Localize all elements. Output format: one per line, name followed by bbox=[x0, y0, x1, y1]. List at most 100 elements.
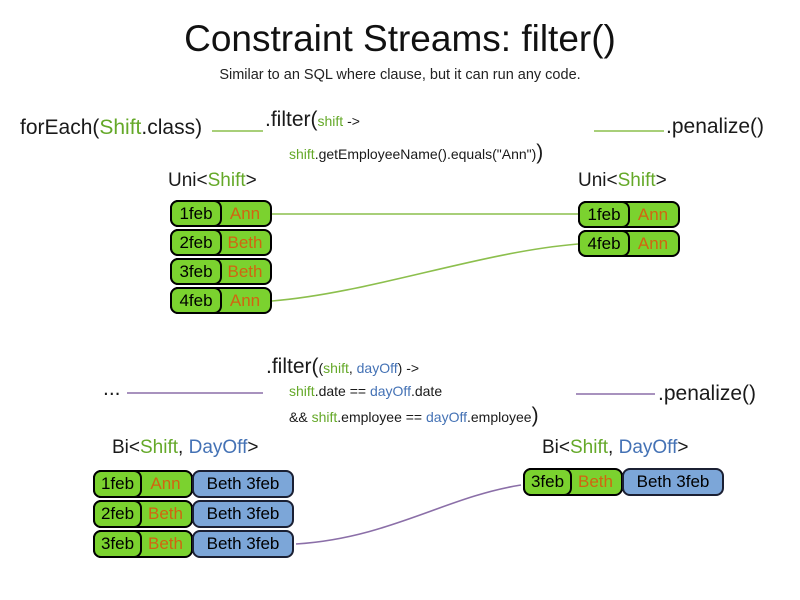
table-row: 4feb Ann bbox=[170, 287, 272, 314]
penalize1-expression: .penalize() bbox=[666, 115, 765, 138]
uni-right-close: > bbox=[655, 170, 667, 191]
foreach-type: Shift bbox=[99, 116, 142, 139]
ellipsis-stream: ... bbox=[103, 377, 121, 400]
filter1-body: shift.getEmployeeName().equals("Ann")) bbox=[289, 141, 543, 165]
shift-employee-cell: Ann bbox=[637, 233, 669, 253]
filter2-l2-var2: dayOff bbox=[369, 383, 411, 399]
filter2-l3-var1: shift bbox=[311, 409, 338, 425]
table-row: 2feb Beth bbox=[170, 229, 272, 256]
shift-date-cell: 4feb bbox=[578, 230, 630, 257]
filter2-param1: shift bbox=[323, 360, 349, 376]
uni-label-left: Uni<Shift> bbox=[168, 170, 257, 192]
shift-employee-cell: Beth bbox=[227, 261, 263, 281]
shift-date-cell: 3feb bbox=[93, 530, 142, 558]
filter2-l2-var1: shift bbox=[289, 383, 315, 399]
filter2-l2-mid: .date == bbox=[314, 383, 370, 399]
slide-title: Constraint Streams: filter() bbox=[184, 18, 616, 59]
shift-employee-cell: Ann bbox=[229, 203, 261, 223]
shift-date-cell: 3feb bbox=[170, 258, 222, 285]
bi-right-open: Bi< bbox=[542, 437, 570, 458]
shift-date-cell: 1feb bbox=[93, 470, 142, 498]
filter1-param: shift bbox=[317, 113, 344, 129]
shift-employee-cell: Beth bbox=[578, 472, 613, 491]
shift-pair-cell: 1feb Ann bbox=[93, 470, 193, 498]
filter2-comma: , bbox=[348, 360, 357, 376]
filter2-l3-var2: dayOff bbox=[426, 409, 467, 425]
shift-date-cell: 4feb bbox=[170, 287, 222, 314]
bi-right-type2: DayOff bbox=[618, 437, 678, 458]
filter2-body-line1: shift.date == dayOff.date bbox=[289, 383, 442, 399]
filter2-keyword: .filter( bbox=[266, 355, 319, 378]
foreach-expression: forEach(Shift.class) bbox=[20, 116, 202, 140]
penalize2-expression: .penalize() bbox=[658, 382, 757, 405]
filter2-head: .filter((shift, dayOff) -> bbox=[266, 355, 419, 379]
dayoff-cell: Beth 3feb bbox=[192, 500, 294, 528]
table-row: 3feb Beth Beth 3feb bbox=[523, 468, 724, 496]
shift-pair-cell: 2feb Beth bbox=[93, 500, 193, 528]
bi-label-left: Bi<Shift, DayOff> bbox=[112, 437, 258, 459]
bi-right-close: > bbox=[677, 437, 689, 458]
table-row: 4feb Ann bbox=[578, 230, 680, 257]
shift-employee-cell: Beth bbox=[148, 534, 183, 553]
table-row: 3feb Beth Beth 3feb bbox=[93, 530, 294, 558]
filter1-arrow: -> bbox=[343, 113, 360, 129]
shift-date-cell: 1feb bbox=[578, 201, 630, 228]
bi-right-comma: , bbox=[608, 437, 619, 458]
shift-pair-cell: 3feb Beth bbox=[93, 530, 193, 558]
uni-table-right: 1feb Ann 4feb Ann bbox=[578, 201, 680, 257]
foreach-close: .class) bbox=[141, 116, 203, 139]
filter2-body-line2: && shift.employee == dayOff.employee) bbox=[289, 404, 539, 428]
bi-left-comma: , bbox=[178, 437, 189, 458]
table-row: 2feb Beth Beth 3feb bbox=[93, 500, 294, 528]
uni-left-close: > bbox=[245, 170, 257, 191]
foreach-open: forEach( bbox=[20, 116, 100, 139]
shift-employee-cell: Beth bbox=[148, 504, 183, 523]
filter1-body-rest: .getEmployeeName().equals("Ann") bbox=[314, 146, 537, 162]
filter2-paren-close: ) bbox=[397, 360, 403, 376]
dayoff-cell: Beth 3feb bbox=[192, 470, 294, 498]
uni-table-left: 1feb Ann 2feb Beth 3feb Beth 4feb Ann bbox=[170, 200, 272, 314]
uni-left-open: Uni< bbox=[168, 170, 208, 191]
filter1-keyword: .filter( bbox=[265, 108, 318, 131]
shift-employee-cell: Ann bbox=[150, 474, 181, 493]
bi-left-type2: DayOff bbox=[188, 437, 248, 458]
shift-employee-cell: Ann bbox=[637, 204, 669, 224]
bi-left-open: Bi< bbox=[112, 437, 140, 458]
table-row: 1feb Ann bbox=[578, 201, 680, 228]
filter2-close-paren: ) bbox=[531, 404, 539, 427]
bi-right-type1: Shift bbox=[570, 437, 609, 458]
shift-employee-cell: Ann bbox=[229, 290, 261, 310]
slide-subtitle: Similar to an SQL where clause, but it c… bbox=[219, 67, 581, 83]
bi-table-left: 1feb Ann Beth 3feb 2feb Beth Beth 3feb 3… bbox=[93, 470, 294, 558]
filter2-l3-mid: .employee == bbox=[337, 409, 426, 425]
table-row: 1feb Ann Beth 3feb bbox=[93, 470, 294, 498]
filter2-l3-and: && bbox=[289, 409, 312, 425]
bi-left-type1: Shift bbox=[140, 437, 179, 458]
filter2-l3-end: .employee bbox=[467, 409, 532, 425]
shift-date-cell: 2feb bbox=[93, 500, 142, 528]
bi-table-right: 3feb Beth Beth 3feb bbox=[523, 468, 724, 496]
uni-left-type: Shift bbox=[207, 170, 246, 191]
filter2-paren-open: ( bbox=[318, 360, 324, 376]
shift-date-cell: 3feb bbox=[523, 468, 572, 496]
dayoff-cell: Beth 3feb bbox=[622, 468, 724, 496]
table-row: 3feb Beth bbox=[170, 258, 272, 285]
shift-date-cell: 1feb bbox=[170, 200, 222, 227]
filter2-param2: dayOff bbox=[356, 360, 398, 376]
connector-row-3feb-beth bbox=[295, 484, 522, 545]
filter1-body-var: shift bbox=[289, 146, 315, 162]
filter1-head: .filter(shift -> bbox=[265, 108, 360, 132]
shift-employee-cell: Beth bbox=[227, 232, 263, 252]
filter2-l2-end: .date bbox=[410, 383, 443, 399]
shift-pair-cell: 3feb Beth bbox=[523, 468, 623, 496]
table-row: 1feb Ann bbox=[170, 200, 272, 227]
bi-left-close: > bbox=[247, 437, 259, 458]
uni-right-type: Shift bbox=[617, 170, 656, 191]
dayoff-cell: Beth 3feb bbox=[192, 530, 294, 558]
connector-row-4feb-ann bbox=[271, 243, 579, 302]
uni-right-open: Uni< bbox=[578, 170, 618, 191]
filter2-arrow: -> bbox=[402, 360, 420, 376]
shift-date-cell: 2feb bbox=[170, 229, 222, 256]
